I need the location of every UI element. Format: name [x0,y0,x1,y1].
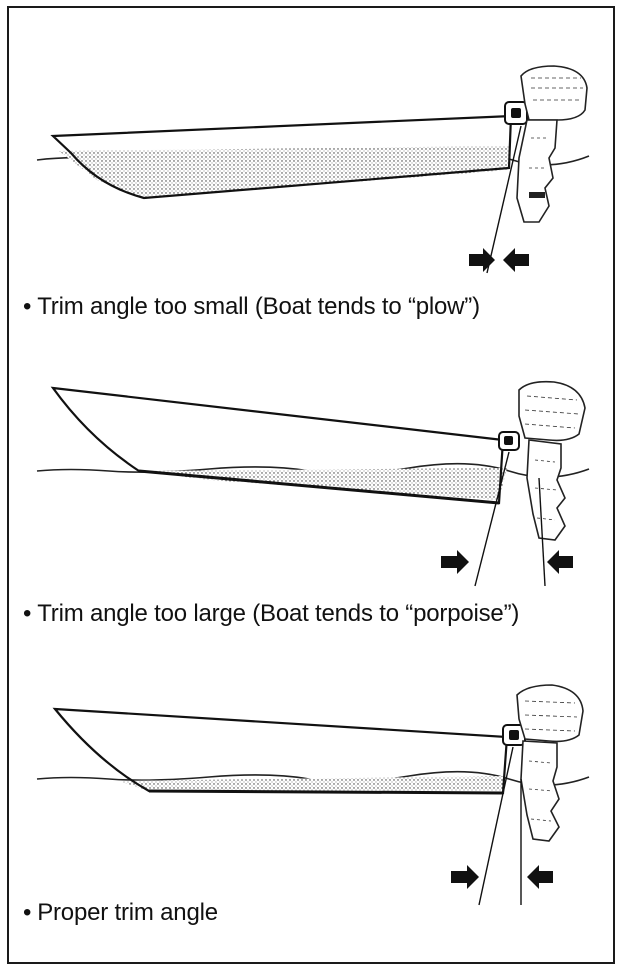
caption-proper: •Proper trim angle [23,899,218,927]
boat-diagram-proper [36,684,590,906]
trim-arrow-icon [469,248,529,272]
diagram-frame: •Trim angle too small (Boat tends to “pl… [7,6,615,964]
boat-diagram-plow [36,65,590,274]
caption-plow-text: Trim angle too small (Boat tends to “plo… [37,293,480,320]
caption-porpoise: •Trim angle too large (Boat tends to “po… [23,600,519,628]
trim-arrow-icon [451,865,553,889]
panel-proper: •Proper trim angle [9,643,615,964]
bullet: • [23,600,32,627]
vertical-reference-line [538,477,546,587]
bullet: • [23,293,32,320]
trim-reference-line [474,451,510,587]
caption-plow: •Trim angle too small (Boat tends to “pl… [23,293,480,321]
trim-arrow-icon [441,550,573,574]
trim-reference-line [478,746,514,906]
outboard-motor [504,65,588,223]
outboard-motor [502,684,584,842]
panel-porpoise: •Trim angle too large (Boat tends to “po… [9,328,615,643]
caption-porpoise-text: Trim angle too large (Boat tends to “por… [37,600,520,627]
trim-reference-line [486,125,522,274]
boat-hull [50,114,513,200]
bullet: • [23,899,32,926]
caption-proper-text: Proper trim angle [37,899,218,926]
boat-diagram-porpoise [36,380,590,587]
panel-plow: •Trim angle too small (Boat tends to “pl… [9,8,615,328]
hull-submerged [59,146,509,198]
outboard-motor [498,380,586,541]
hull-submerged [139,468,507,500]
hull-submerged [119,776,505,791]
